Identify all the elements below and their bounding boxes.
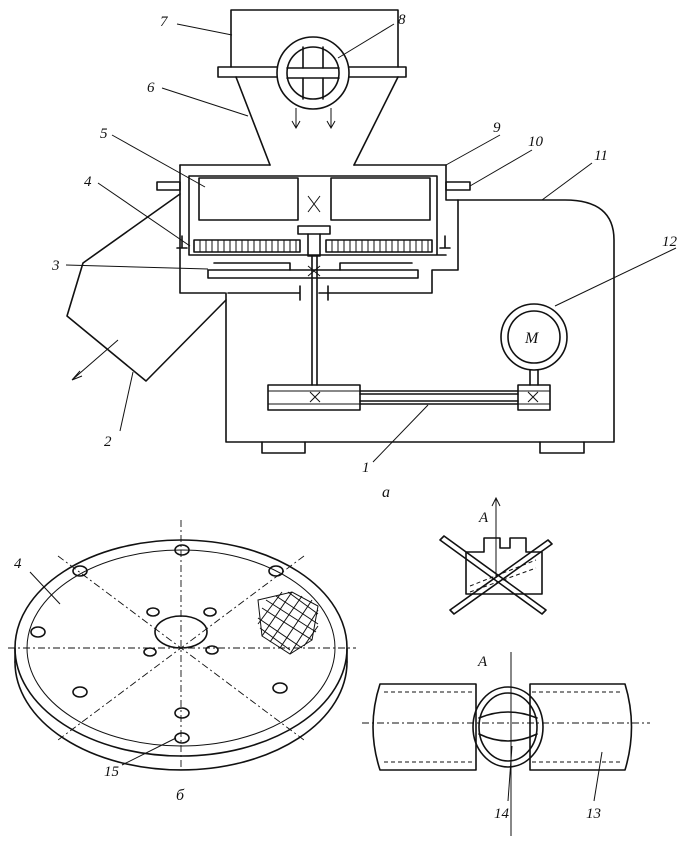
motor: M: [500, 303, 568, 386]
sieve-ring: [193, 239, 433, 253]
machine-assembly: M 7 8 6 5 9: [51, 9, 678, 501]
discharge-chute: [66, 193, 227, 382]
machine-base: [225, 199, 615, 454]
view-a2-label: A: [477, 654, 488, 670]
rotor-blocks: [198, 177, 431, 257]
label-2: 2: [104, 434, 112, 450]
sieve-holes: [30, 544, 288, 744]
label-1: 1: [362, 460, 370, 476]
view-a-label: A: [478, 510, 489, 526]
label-11: 11: [594, 148, 608, 164]
label-5: 5: [100, 126, 108, 142]
grinding-disc: [207, 255, 419, 386]
sight-glass: [276, 36, 350, 110]
caption-a: а: [382, 484, 390, 501]
belt-drive: [267, 384, 551, 411]
label-12: 12: [662, 234, 678, 250]
label-14: 14: [494, 806, 510, 822]
label-4: 4: [84, 174, 92, 190]
label-4b: 4: [14, 556, 22, 572]
label-9: 9: [493, 120, 501, 136]
label-10: 10: [528, 134, 544, 150]
label-13: 13: [586, 806, 601, 822]
label-8: 8: [398, 12, 406, 28]
motor-label: M: [524, 330, 540, 347]
label-7: 7: [160, 14, 169, 30]
blade-plan-view: A 14 13: [362, 652, 650, 836]
chamber-housing: [156, 164, 471, 294]
sieve-plate-view: 4 15 б: [8, 520, 356, 804]
blade-section-view: A: [439, 496, 553, 615]
caption-b: б: [176, 787, 185, 804]
label-6: 6: [147, 80, 155, 96]
leader-lines: [65, 23, 677, 463]
label-15: 15: [104, 764, 120, 780]
label-3: 3: [51, 258, 60, 274]
mesh-patch: [257, 591, 319, 655]
